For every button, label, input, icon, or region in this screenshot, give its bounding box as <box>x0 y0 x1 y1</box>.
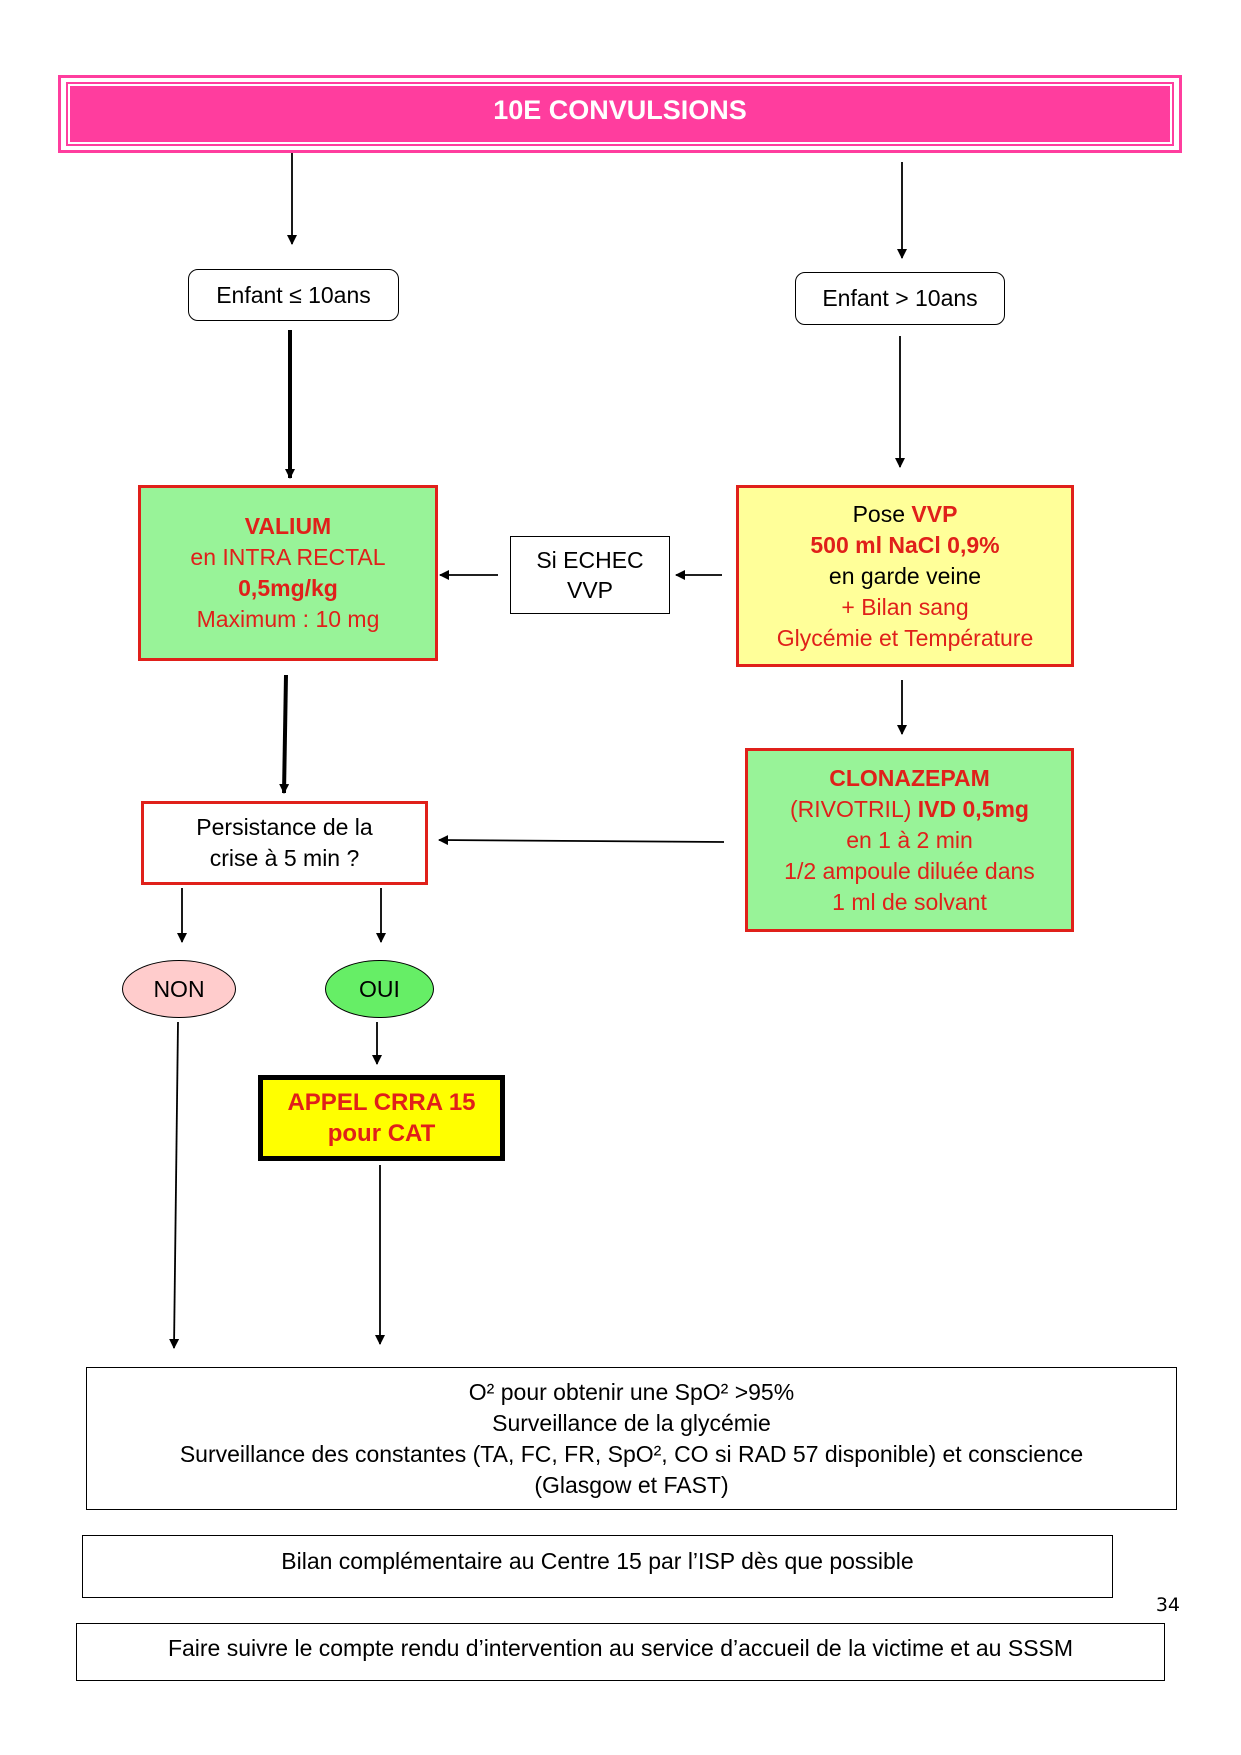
clonazepam-dilution: 1/2 ampoule diluée dans <box>784 857 1035 884</box>
echec-line-1: Si ECHEC <box>536 547 644 573</box>
persistance-line-1: Persistance de la <box>196 814 373 840</box>
left-branch-box: Enfant ≤ 10ans <box>188 269 399 321</box>
vvp-solution: 500 ml NaCl 0,9% <box>810 531 1000 558</box>
surveillance-line-1: O² pour obtenir une SpO² >95% <box>468 1378 795 1405</box>
non-oval: NON <box>122 960 236 1018</box>
valium-title: VALIUM <box>244 513 332 539</box>
appel-crra-box: APPEL CRRA 15 pour CAT <box>258 1075 505 1161</box>
bilan-box: Bilan complémentaire au Centre 15 par l’… <box>82 1535 1113 1598</box>
surveillance-line-4: (Glasgow et FAST) <box>534 1471 729 1498</box>
persistance-box: Persistance de la crise à 5 min ? <box>141 801 428 885</box>
vvp-bilan: + Bilan sang <box>841 593 969 620</box>
faire-suivre-text: Faire suivre le compte rendu d’intervent… <box>167 1635 1074 1661</box>
appel-line-2: pour CAT <box>327 1120 436 1147</box>
non-label: NON <box>153 975 205 1002</box>
appel-line-1: APPEL CRRA 15 <box>287 1089 476 1116</box>
surveillance-line-2: Surveillance de la glycémie <box>492 1409 771 1436</box>
oui-label: OUI <box>359 975 400 1002</box>
oui-oval: OUI <box>325 960 434 1018</box>
arrow-valium-to-persistance <box>279 674 290 794</box>
valium-max: Maximum : 10 mg <box>196 606 380 632</box>
clonazepam-line-2: (RIVOTRIL) IVD 0,5mg <box>790 794 1029 825</box>
arrow-non-to-surveillance <box>169 1021 180 1349</box>
vvp-pose-text: Pose <box>852 500 912 527</box>
clonazepam-solvant: 1 ml de solvant <box>832 888 987 915</box>
right-branch-label: Enfant > 10ans <box>822 285 978 311</box>
valium-dose: 0,5mg/kg <box>238 575 338 601</box>
title-banner <box>66 82 1174 146</box>
vvp-line-1: Pose VVP <box>853 499 958 530</box>
echec-vvp-box: Si ECHEC VVP <box>510 536 670 614</box>
faire-suivre-box: Faire suivre le compte rendu d’intervent… <box>76 1623 1165 1681</box>
arrow-clonazepam-to-persistance <box>438 835 725 846</box>
surveillance-box: O² pour obtenir une SpO² >95% Surveillan… <box>86 1367 1177 1510</box>
clonazepam-brand: (RIVOTRIL) <box>790 795 918 822</box>
echec-line-2: VVP <box>566 577 614 603</box>
persistance-line-2: crise à 5 min ? <box>209 845 360 871</box>
right-branch-box: Enfant > 10ans <box>795 272 1005 325</box>
valium-box: VALIUM en INTRA RECTAL 0,5mg/kg Maximum … <box>138 485 438 661</box>
left-branch-label: Enfant ≤ 10ans <box>216 281 371 308</box>
clonazepam-title: CLONAZEPAM <box>829 764 990 791</box>
vvp-acronym: VVP <box>911 500 958 527</box>
clonazepam-duration: en 1 à 2 min <box>846 826 973 853</box>
valium-route: en INTRA RECTAL <box>190 544 386 570</box>
vvp-glycemie: Glycémie et Température <box>776 624 1034 651</box>
clonazepam-dose: IVD 0,5mg <box>917 795 1029 822</box>
page-number: 34 <box>1155 1594 1180 1616</box>
surveillance-line-3: Surveillance des constantes (TA, FC, FR,… <box>179 1440 1084 1467</box>
vvp-garde-veine: en garde veine <box>828 562 982 589</box>
vvp-box: Pose VVP 500 ml NaCl 0,9% en garde veine… <box>736 485 1074 667</box>
bilan-text: Bilan complémentaire au Centre 15 par l’… <box>281 1548 914 1574</box>
clonazepam-box: CLONAZEPAM (RIVOTRIL) IVD 0,5mg en 1 à 2… <box>745 748 1074 932</box>
page-title: 10E CONVULSIONS <box>493 94 747 125</box>
